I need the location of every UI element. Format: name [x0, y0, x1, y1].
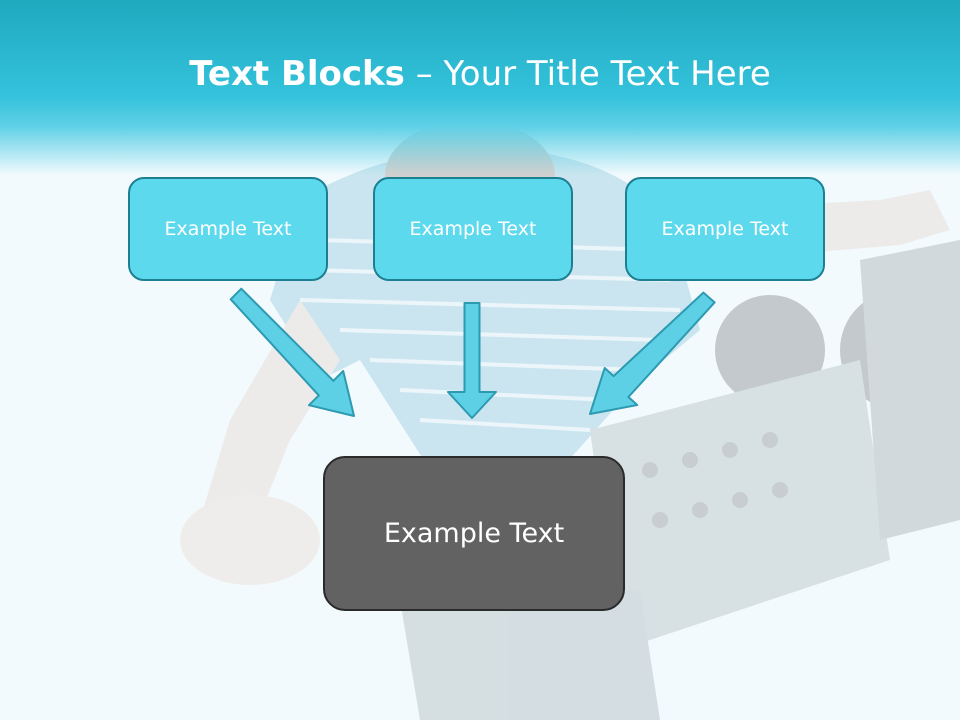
title-bar	[0, 0, 960, 175]
title-rest: Your Title Text Here	[443, 54, 771, 94]
arrow-center	[447, 302, 497, 419]
title-dash: –	[404, 54, 444, 94]
text-block-1[interactable]: Example Text	[128, 177, 328, 281]
text-block-2[interactable]: Example Text	[373, 177, 573, 281]
target-block[interactable]: Example Text	[323, 456, 625, 611]
page-title: Text Blocks – Your Title Text Here	[0, 54, 960, 94]
arrow-left	[229, 287, 355, 417]
text-block-2-label: Example Text	[409, 218, 537, 240]
text-block-1-label: Example Text	[164, 218, 292, 240]
text-block-3[interactable]: Example Text	[625, 177, 825, 281]
arrow-right	[589, 291, 716, 415]
title-bold: Text Blocks	[189, 54, 405, 94]
text-block-3-label: Example Text	[661, 218, 789, 240]
target-block-label: Example Text	[383, 518, 565, 549]
